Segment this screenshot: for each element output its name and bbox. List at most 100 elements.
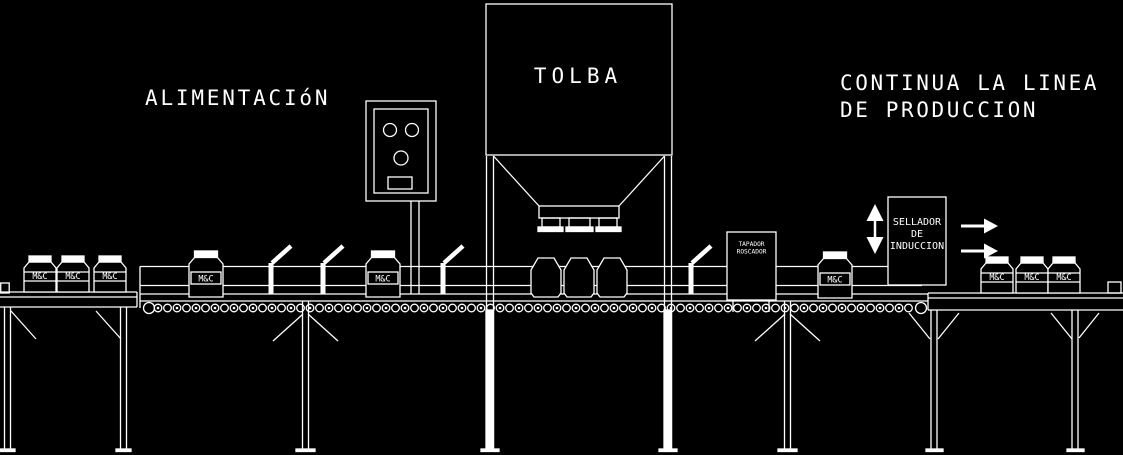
- bottle: M&C: [56, 255, 90, 293]
- chain-link-icon: [191, 303, 201, 313]
- chain-link-icon: [742, 303, 752, 313]
- chain-link-icon: [438, 303, 448, 313]
- bottle-label: M&C: [989, 273, 1004, 283]
- bottle-label: M&C: [1056, 273, 1071, 283]
- chain-link-icon: [163, 303, 172, 313]
- chain-link-icon: [448, 303, 457, 313]
- lane-paddles: [268, 244, 713, 294]
- chain-link-icon: [790, 303, 799, 313]
- chain-link-icon: [590, 303, 600, 313]
- bottle-cap-icon: [822, 251, 848, 260]
- chain-link-icon: [372, 303, 381, 313]
- chain-link-icon: [856, 303, 866, 313]
- hopper-label: TOLBA: [534, 64, 622, 88]
- chain-link-icon: [324, 303, 334, 313]
- capper-label-line1: TAPADOR: [738, 241, 764, 248]
- bottle: M&C: [1047, 256, 1081, 294]
- chain-link-icon: [619, 303, 628, 313]
- updown-arrow-icon: [866, 204, 884, 254]
- infeed-table: [0, 282, 138, 453]
- bottle-cap-icon: [98, 255, 122, 263]
- chain-link-icon: [172, 303, 182, 313]
- bottle-label: M&C: [827, 276, 842, 286]
- chain-link-icon: [809, 303, 818, 313]
- bottle-cap-icon: [985, 256, 1009, 264]
- chain-link-icon: [429, 303, 438, 313]
- bottle-cap-icon: [61, 255, 85, 263]
- chain-link-icon: [410, 303, 419, 313]
- bottle: M&C: [980, 256, 1014, 294]
- sealer-label-line1: SELLADOR: [893, 217, 942, 228]
- control-panel: [365, 100, 437, 294]
- chain-link-icon: [248, 303, 258, 313]
- hopper-box: [485, 3, 673, 156]
- chain-link-icon: [524, 303, 533, 313]
- chain-link-icon: [353, 303, 362, 313]
- bottle-cap-icon: [193, 250, 219, 259]
- chain-link-icon: [581, 303, 590, 313]
- conveyor-chain: [142, 301, 928, 315]
- chain-link-icon: [258, 303, 267, 313]
- hopper-funnel: [493, 155, 665, 219]
- chain-link-icon: [685, 303, 695, 313]
- sealer-label-line3: INDUCCION: [890, 241, 944, 252]
- outfeed-table: [908, 281, 1123, 453]
- chain-link-icon: [239, 303, 248, 313]
- bottle: M&C: [23, 255, 57, 293]
- bottle-cap-icon: [1020, 256, 1044, 264]
- chain-link-icon: [514, 303, 524, 313]
- panel-display: [387, 176, 413, 190]
- bottle-label: M&C: [1024, 273, 1039, 283]
- chain-link-icon: [476, 303, 486, 313]
- chain-link-icon: [277, 303, 286, 313]
- chain-link-icon: [400, 303, 410, 313]
- chain-link-icon: [866, 303, 875, 313]
- chain-link-icon: [229, 303, 239, 313]
- chain-link-icon: [761, 303, 771, 313]
- capper-machine: TAPADOR ROSCADOR: [726, 231, 777, 312]
- chain-sprocket-icon: [914, 301, 928, 315]
- chain-link-icon: [571, 303, 581, 313]
- table-end-stop: [0, 282, 10, 294]
- table-end-stop: [1107, 281, 1122, 294]
- chain-link-icon: [714, 303, 723, 313]
- continuation-label-line1: CONTINUA LA LINEA: [840, 71, 1099, 95]
- bottle: M&C: [1015, 256, 1049, 294]
- chain-link-icon: [182, 303, 191, 313]
- chain-link-icon: [723, 303, 733, 313]
- induction-sealer: SELLADOR DE INDUCCION: [887, 196, 947, 286]
- chain-link-icon: [267, 303, 277, 313]
- hopper-tolba: [480, 3, 678, 453]
- panel-button-icon: [393, 150, 409, 166]
- bottle-cap-icon: [370, 250, 396, 259]
- lane-paddle: [320, 244, 345, 294]
- bottle: M&C: [188, 250, 224, 298]
- bottle-cap-icon: [1052, 256, 1076, 264]
- bottle: [563, 257, 595, 298]
- chain-link-icon: [505, 303, 514, 313]
- chain-link-icon: [467, 303, 476, 313]
- chain-link-icon: [628, 303, 638, 313]
- chain-link-icon: [837, 303, 847, 313]
- chain-link-icon: [609, 303, 619, 313]
- bottle-label: M&C: [102, 272, 117, 282]
- chain-link-icon: [847, 303, 856, 313]
- bottle: [530, 257, 562, 298]
- chain-link-icon: [543, 303, 552, 313]
- chain-link-icon: [733, 303, 742, 313]
- feed-zone-label: ALIMENTACIóN: [145, 86, 330, 110]
- chain-link-icon: [562, 303, 571, 313]
- flow-arrow-icon: [961, 218, 998, 234]
- chain-link-icon: [362, 303, 372, 313]
- chain-link-icon: [296, 303, 305, 313]
- lane-paddle: [440, 244, 465, 294]
- chain-link-icon: [657, 303, 666, 313]
- chain-link-icon: [210, 303, 220, 313]
- conveyor-legs: [272, 301, 821, 453]
- chain-link-icon: [818, 303, 828, 313]
- chain-link-icon: [799, 303, 809, 313]
- chain-link-icon: [419, 303, 429, 313]
- chain-link-icon: [638, 303, 647, 313]
